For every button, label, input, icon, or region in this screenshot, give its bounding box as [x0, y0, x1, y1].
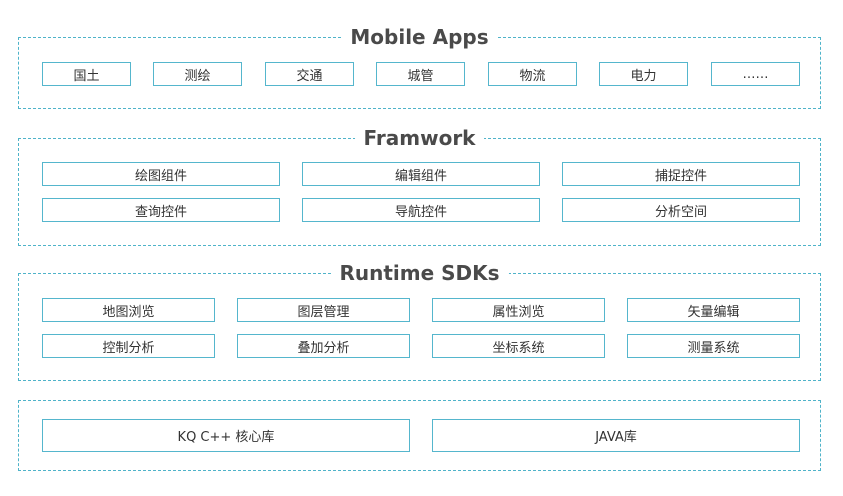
- runtime-sdks-title: Runtime SDKs: [330, 261, 509, 285]
- sdk-box-measurement-system: 测量系统: [627, 334, 800, 358]
- framework-box-query: 查询控件: [42, 198, 280, 222]
- framework-box-drawing: 绘图组件: [42, 162, 280, 186]
- sdk-box-vector-editing: 矢量编辑: [627, 298, 800, 322]
- framework-box-navigation: 导航控件: [302, 198, 540, 222]
- app-box-city-management: 城管: [376, 62, 465, 86]
- app-box-transport: 交通: [265, 62, 354, 86]
- framework-box-snapping: 捕捉控件: [562, 162, 800, 186]
- mobile-apps-layer: Mobile Apps 国土 测绘 交通 城管 物流 电力 ……: [18, 25, 821, 109]
- app-box-more: ……: [711, 62, 800, 86]
- sdk-box-layer-management: 图层管理: [237, 298, 410, 322]
- app-box-power: 电力: [599, 62, 688, 86]
- core-library-layer: KQ C++ 核心库 JAVA库: [18, 400, 821, 471]
- framework-box-spatial-analysis: 分析空间: [562, 198, 800, 222]
- sdk-box-map-browse: 地图浏览: [42, 298, 215, 322]
- runtime-sdks-layer: Runtime SDKs 地图浏览 图层管理 属性浏览 矢量编辑 控制分析 叠加…: [18, 261, 821, 381]
- sdk-box-coordinate-system: 坐标系统: [432, 334, 605, 358]
- framework-title: Framwork: [354, 126, 485, 150]
- app-box-surveying: 测绘: [153, 62, 242, 86]
- core-box-cpp-library: KQ C++ 核心库: [42, 419, 410, 452]
- core-box-java-library: JAVA库: [432, 419, 800, 452]
- sdk-box-control-analysis: 控制分析: [42, 334, 215, 358]
- sdk-box-overlay-analysis: 叠加分析: [237, 334, 410, 358]
- framework-layer: Framwork 绘图组件 编辑组件 捕捉控件 查询控件 导航控件 分析空间: [18, 126, 821, 246]
- app-box-logistics: 物流: [488, 62, 577, 86]
- app-box-land: 国土: [42, 62, 131, 86]
- sdk-box-attribute-browse: 属性浏览: [432, 298, 605, 322]
- framework-box-editing: 编辑组件: [302, 162, 540, 186]
- mobile-apps-title: Mobile Apps: [341, 25, 498, 49]
